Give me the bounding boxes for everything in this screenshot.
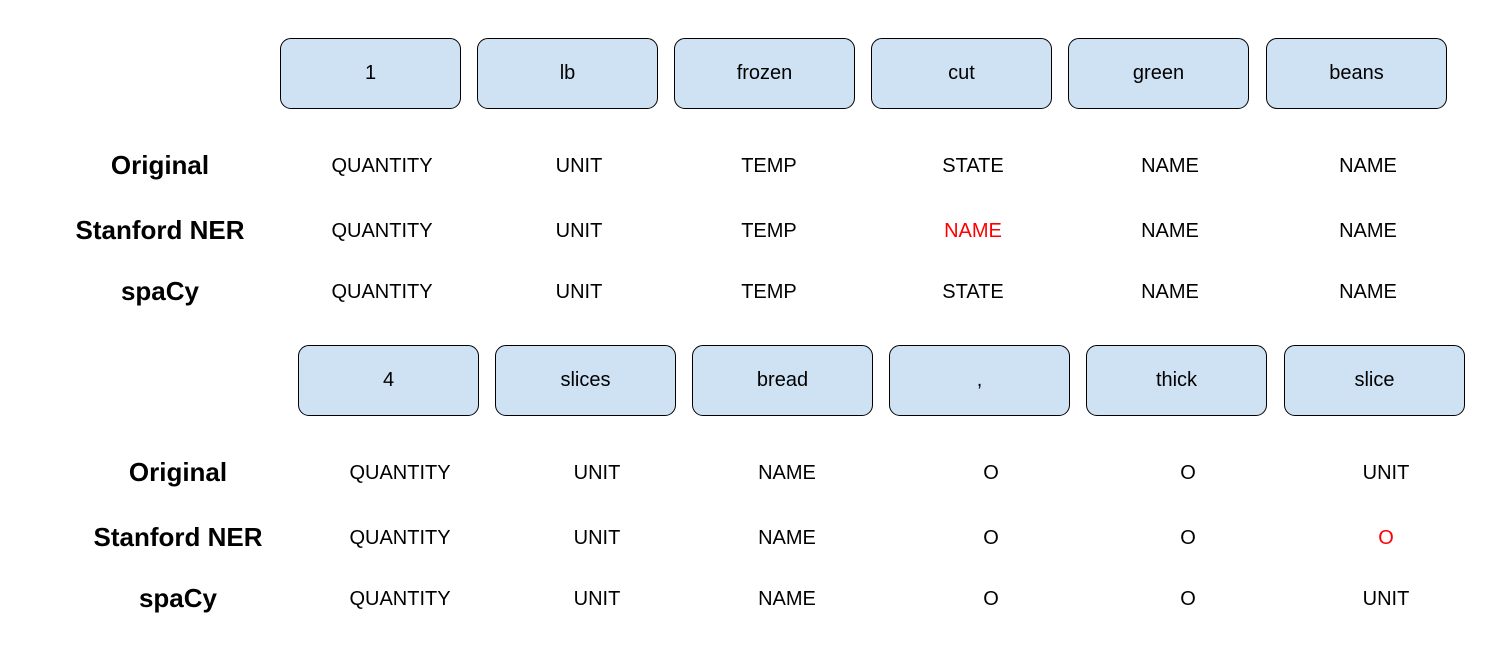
tag-cell: UNIT (555, 220, 603, 242)
tag-cell: TEMP (741, 220, 797, 242)
row-label-spacy: spaCy (138, 583, 218, 613)
tag-cell: STATE (942, 155, 1004, 177)
tag-cell: O (983, 588, 999, 610)
tag-cell: NAME (1339, 281, 1397, 303)
tag-cell: QUANTITY (349, 588, 451, 610)
tag-cell: NAME (758, 527, 816, 549)
tag-cell: UNIT (573, 588, 621, 610)
example-1: 1 lb frozen cut green beans Original QUA… (75, 38, 1447, 306)
token-box: slice (1284, 345, 1465, 416)
token-box: 1 (280, 38, 461, 109)
row-label-stanford-ner: Stanford NER (75, 215, 245, 245)
token-box: , (889, 345, 1070, 416)
tag-cell: UNIT (1362, 588, 1410, 610)
tag-cell: NAME (1141, 220, 1199, 242)
tag-cell: TEMP (741, 155, 797, 177)
tag-cell: O (983, 527, 999, 549)
row-label-stanford-ner: Stanford NER (93, 522, 263, 552)
tag-cell: QUANTITY (349, 527, 451, 549)
token-box: lb (477, 38, 658, 109)
tag-cell: TEMP (741, 281, 797, 303)
example-2: 4 slices bread , thick slice Original QU… (0, 307, 1495, 641)
tag-cell: O (983, 462, 999, 484)
tag-cell: UNIT (555, 281, 603, 303)
token-box: slices (495, 345, 676, 416)
row-label-original: Original (128, 457, 228, 487)
tag-cell: UNIT (573, 527, 621, 549)
tag-cell: UNIT (573, 462, 621, 484)
row-label-original: Original (110, 150, 210, 180)
tag-cell: O (1180, 462, 1196, 484)
tag-cell: NAME (1141, 155, 1199, 177)
tag-cell: NAME (758, 588, 816, 610)
token-box: green (1068, 38, 1249, 109)
token-box: frozen (674, 38, 855, 109)
tag-cell: NAME (758, 462, 816, 484)
row-label-spacy: spaCy (120, 276, 200, 306)
token-box: bread (692, 345, 873, 416)
tag-cell-error: O (1378, 527, 1394, 549)
tag-cell: QUANTITY (331, 281, 433, 303)
tag-cell: O (1180, 588, 1196, 610)
tag-cell: QUANTITY (331, 155, 433, 177)
tag-cell: O (1180, 527, 1196, 549)
tag-cell: STATE (942, 281, 1004, 303)
token-box: 4 (298, 345, 479, 416)
tag-cell: QUANTITY (331, 220, 433, 242)
tag-cell: NAME (1339, 220, 1397, 242)
tag-cell: UNIT (555, 155, 603, 177)
tag-cell: UNIT (1362, 462, 1410, 484)
token-box: beans (1266, 38, 1447, 109)
tag-cell: NAME (1339, 155, 1397, 177)
tag-cell: QUANTITY (349, 462, 451, 484)
token-box: cut (871, 38, 1052, 109)
token-box: thick (1086, 345, 1267, 416)
tag-cell: NAME (1141, 281, 1199, 303)
tag-cell-error: NAME (944, 220, 1002, 242)
